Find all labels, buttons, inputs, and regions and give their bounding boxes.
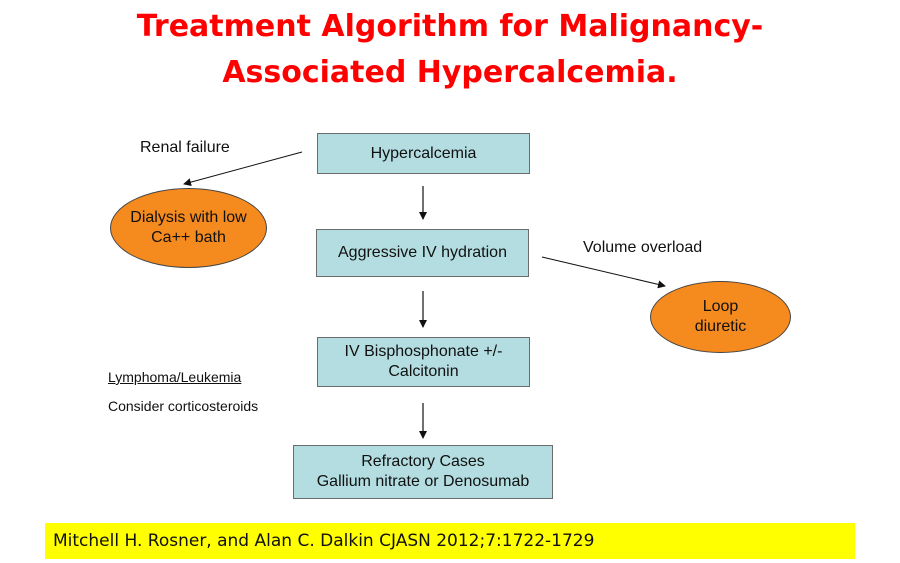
arrow-volume-overload <box>541 256 666 289</box>
bisphosphonate-label-line-2: Calcitonin <box>388 363 459 380</box>
citation-text: Mitchell H. Rosner, and Alan C. Dalkin C… <box>53 531 595 551</box>
slide-title: Treatment Algorithm for Malignancy- Asso… <box>0 4 900 96</box>
citation-banner: Mitchell H. Rosner, and Alan C. Dalkin C… <box>45 523 855 559</box>
volume-overload-label: Volume overload <box>583 239 703 256</box>
hypercalcemia-box: Hypercalcemia <box>317 133 530 174</box>
hydration-label: Aggressive IV hydration <box>338 244 507 261</box>
dialysis-oval: Dialysis with low Ca++ bath <box>110 188 267 268</box>
refractory-label-line-1: Refractory Cases <box>361 453 485 470</box>
loop-diuretic-oval: Loop diuretic <box>650 281 791 353</box>
slide-title-line-1: Treatment Algorithm for Malignancy- <box>136 9 764 44</box>
renal-failure-label: Renal failure <box>140 139 230 156</box>
slide-title-line-2: Associated Hypercalcemia. <box>222 55 678 90</box>
dialysis-label-line-1: Dialysis with low <box>130 209 247 226</box>
arrow-renal-failure <box>183 151 303 187</box>
refractory-box: Refractory Cases Gallium nitrate or Deno… <box>293 445 553 499</box>
loop-diuretic-label-line-2: diuretic <box>694 318 747 335</box>
lymphoma-leukemia-note: Lymphoma/Leukemia <box>108 369 242 385</box>
corticosteroids-note: Consider corticosteroids <box>108 398 259 414</box>
bisphosphonate-label-line-1: IV Bisphosphonate +/- <box>344 343 503 360</box>
hypercalcemia-label: Hypercalcemia <box>370 144 477 162</box>
refractory-label-line-2: Gallium nitrate or Denosumab <box>316 473 530 490</box>
bisphosphonate-box: IV Bisphosphonate +/- Calcitonin <box>317 337 530 387</box>
dialysis-label-line-2: Ca++ bath <box>151 229 226 246</box>
loop-diuretic-label-line-1: Loop <box>702 298 739 315</box>
hydration-box: Aggressive IV hydration <box>316 229 529 277</box>
